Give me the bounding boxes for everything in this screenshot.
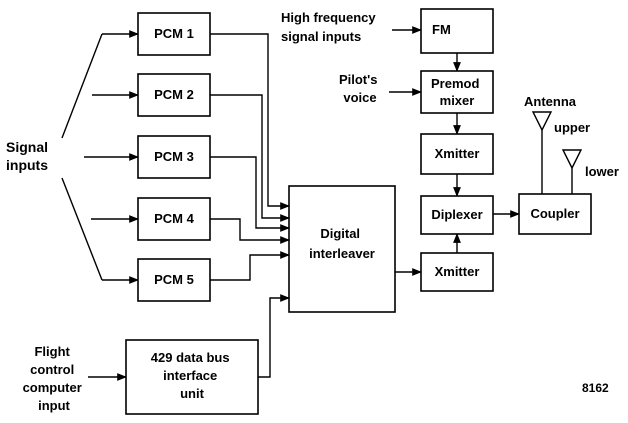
- pcm-3-label: PCM 3: [154, 149, 194, 164]
- pcm-to-interleaver-wires: [210, 33, 290, 378]
- diplexer-block: Diplexer: [420, 195, 494, 235]
- xmitter-top-label: Xmitter: [435, 146, 480, 161]
- antenna-label: Antenna: [524, 94, 577, 109]
- pilot-voice-label: Pilot's voice: [339, 72, 381, 105]
- fm-block: FM: [420, 8, 494, 54]
- xmitter-top-block: Xmitter: [420, 133, 494, 175]
- pcm-5-label: PCM 5: [154, 272, 194, 287]
- pcm-2-label: PCM 2: [154, 87, 194, 102]
- coupler-label: Coupler: [530, 206, 579, 221]
- pcm-4-block: PCM 4: [137, 197, 211, 241]
- pcm-3-block: PCM 3: [137, 135, 211, 179]
- high-frequency-inputs-label: High frequency signal inputs: [281, 10, 379, 44]
- signal-inputs-label: Signal inputs: [6, 139, 52, 173]
- data-bus-interface-label: 429 data bus interface unit: [151, 350, 233, 401]
- pcm-1-block: PCM 1: [137, 12, 211, 56]
- pcm-1-label: PCM 1: [154, 26, 194, 41]
- fm-label: FM: [432, 22, 451, 37]
- upper-antenna-icon: [531, 111, 553, 194]
- figure-number: 8162: [582, 381, 609, 395]
- data-bus-interface-block: 429 data bus interface unit: [125, 339, 259, 415]
- xmitter-bottom-label: Xmitter: [435, 264, 480, 279]
- digital-interleaver-block: Digital interleaver: [288, 185, 396, 313]
- signal-input-fan: [61, 30, 139, 284]
- lower-antenna-label: lower: [585, 164, 619, 179]
- lower-antenna-icon: [561, 149, 583, 194]
- xmitter-bottom-block: Xmitter: [420, 252, 494, 292]
- pcm-5-block: PCM 5: [137, 258, 211, 302]
- coupler-block: Coupler: [518, 193, 592, 235]
- premod-mixer-label: Premod mixer: [431, 76, 483, 108]
- pcm-2-block: PCM 2: [137, 73, 211, 117]
- upper-antenna-label: upper: [554, 120, 590, 135]
- flight-control-input-label: Flight control computer input: [23, 344, 86, 413]
- pcm-4-label: PCM 4: [154, 211, 195, 226]
- diplexer-label: Diplexer: [431, 207, 482, 222]
- digital-interleaver-label: Digital interleaver: [309, 226, 375, 261]
- premod-mixer-block: Premod mixer: [420, 70, 494, 114]
